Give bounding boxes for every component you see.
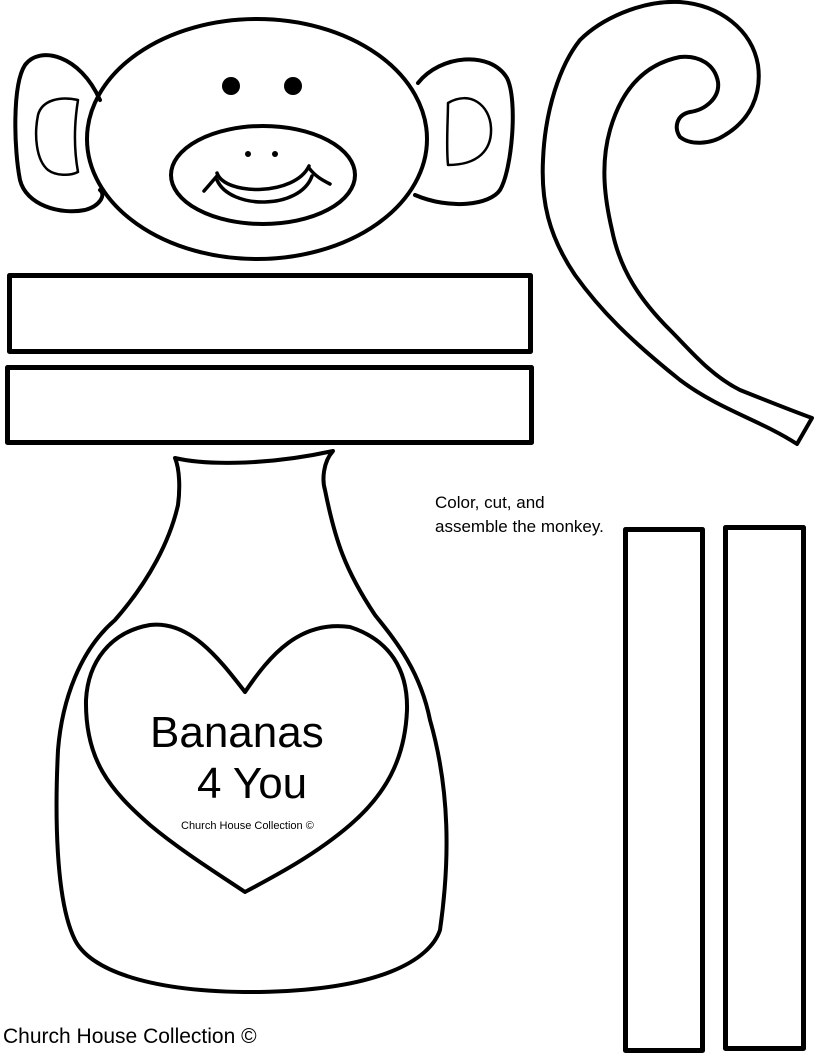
arm-strip-2 bbox=[5, 365, 534, 445]
footer-credit: Church House Collection © bbox=[3, 1025, 257, 1048]
mouth bbox=[202, 164, 332, 204]
heart-subtitle: 4 You bbox=[197, 759, 308, 808]
heart-title: Bananas bbox=[150, 708, 324, 757]
heart bbox=[83, 622, 410, 894]
left-eye bbox=[222, 77, 240, 95]
left-ear bbox=[13, 53, 105, 214]
leg-strip-1 bbox=[623, 527, 705, 1053]
right-ear bbox=[413, 57, 515, 207]
monkey-head bbox=[85, 17, 429, 261]
instructions-text: Color, cut, and assemble the monkey. bbox=[435, 493, 604, 536]
tail bbox=[540, 0, 814, 446]
leg-strip-2 bbox=[723, 525, 806, 1051]
nostril-left bbox=[245, 151, 251, 157]
body bbox=[54, 449, 449, 995]
right-eye bbox=[284, 77, 302, 95]
muzzle bbox=[169, 124, 357, 226]
arm-strip-1 bbox=[7, 273, 533, 354]
heart-credit: Church House Collection © bbox=[181, 820, 314, 832]
nostril-right bbox=[272, 151, 278, 157]
